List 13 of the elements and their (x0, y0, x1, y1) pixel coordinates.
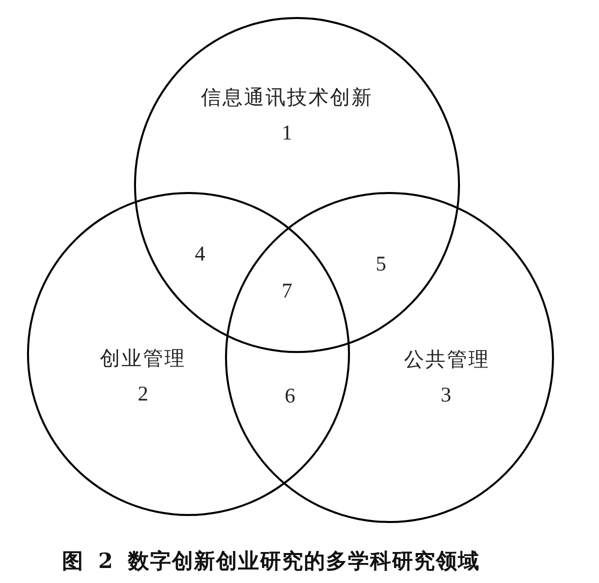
venn-circle (225, 192, 554, 523)
region-number: 3 (440, 383, 452, 407)
region-number: 5 (376, 252, 386, 276)
region-number: 1 (282, 121, 292, 145)
circle-heading: 创业管理 (100, 347, 186, 369)
region-number: 6 (284, 384, 296, 408)
venn-circle (27, 192, 350, 516)
region-number: 7 (282, 279, 292, 303)
region-number: 4 (194, 242, 206, 266)
figure-caption: 图 2 数字创新创业研究的多学科研究领域 (62, 549, 480, 572)
region-number: 2 (138, 382, 148, 406)
circle-heading: 公共管理 (404, 348, 490, 370)
circle-heading: 信息通讯技术创新 (201, 86, 373, 108)
